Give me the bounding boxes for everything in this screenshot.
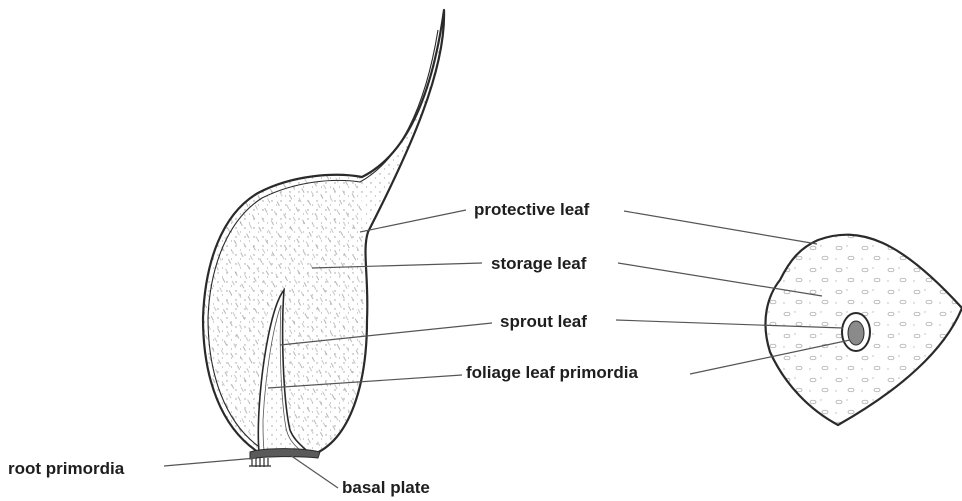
leader-root-primordia [164,458,256,466]
bulb-cross-section [765,235,962,425]
label-storage-leaf: storage leaf [491,254,586,274]
leader-protective-right [624,211,817,244]
leader-basal-plate [290,455,338,488]
root-primordia-stubs [249,458,271,467]
neck-stipple [360,20,443,228]
label-basal-plate: basal plate [342,478,430,498]
label-protective-leaf: protective leaf [474,200,589,220]
label-foliage-leaf-primordia: foliage leaf primordia [466,363,638,383]
cross-section-sprout-inner [848,321,864,345]
label-sprout-leaf: sprout leaf [500,312,587,332]
basal-plate [250,449,320,459]
bulb-longitudinal-section [203,10,444,467]
label-root-primordia: root primordia [8,459,124,479]
